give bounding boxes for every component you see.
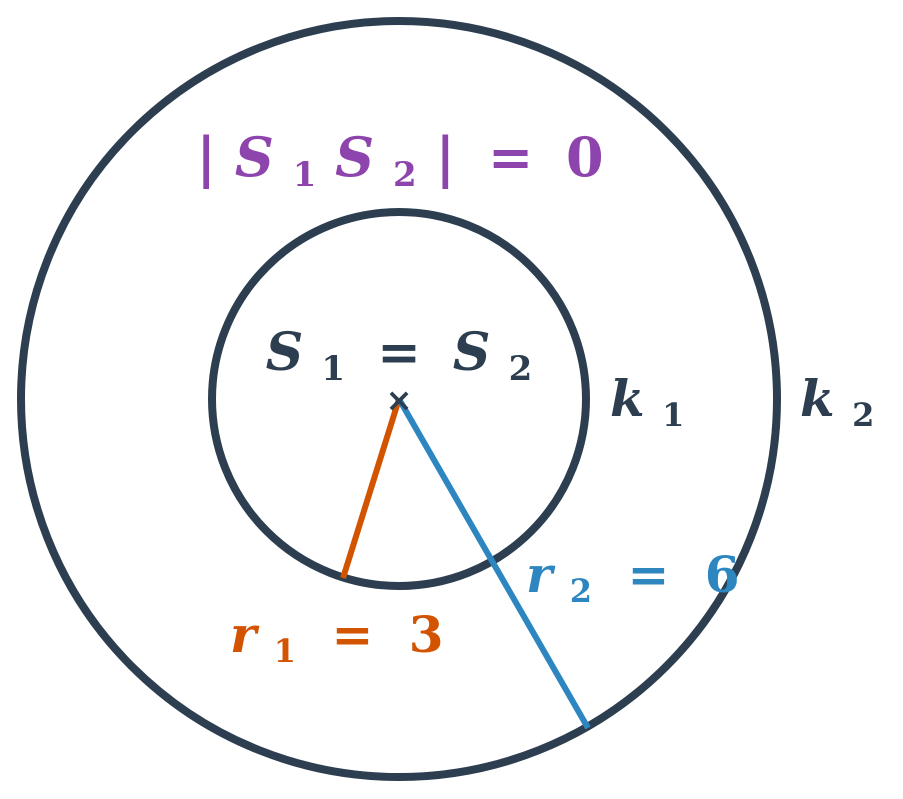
k2-subscript: 2	[852, 396, 874, 434]
r2-value: 6	[705, 545, 740, 604]
k1-letter: k	[610, 369, 645, 428]
radius-r2-segment	[396, 397, 591, 730]
distance-label: | S 1 S 2 | = 0	[196, 125, 603, 199]
distance-s1-letter: S	[235, 125, 274, 189]
r1-subscript: 1	[274, 632, 296, 670]
k2-label: k 2	[800, 369, 874, 434]
distance-bar-left: |	[196, 125, 216, 190]
center-s2-subscript: 2	[509, 349, 533, 389]
r1-value: 3	[409, 605, 444, 664]
radius-r1-segment	[340, 398, 402, 579]
r2-subscript: 2	[570, 572, 592, 610]
k1-label: k 1	[610, 369, 684, 434]
r1-letter: r	[230, 605, 260, 664]
inner-circle-k1	[208, 208, 590, 590]
distance-s1-subscript: 1	[293, 155, 317, 195]
distance-bar-right: |	[435, 125, 455, 190]
center-marker: ×	[386, 381, 413, 419]
distance-equals: =	[488, 125, 533, 189]
r2-equals: =	[627, 545, 669, 604]
r2-letter: r	[526, 545, 556, 604]
center-equals: =	[377, 322, 421, 383]
r1-label: r 1 = 3	[230, 605, 444, 674]
center-s2-letter: S	[453, 322, 491, 383]
center-s1-subscript: 1	[321, 349, 345, 389]
centers-equal-label: S 1 = S 2	[266, 322, 532, 393]
outer-circle-k2	[17, 17, 781, 781]
k1-subscript: 1	[662, 396, 684, 434]
r2-label: r 2 = 6	[526, 545, 740, 614]
distance-s2-subscript: 2	[393, 155, 417, 195]
k2-letter: k	[800, 369, 835, 428]
r1-equals: =	[331, 605, 373, 664]
distance-s2-letter: S	[335, 125, 374, 189]
center-s1-letter: S	[266, 322, 304, 383]
distance-value: 0	[566, 125, 604, 189]
